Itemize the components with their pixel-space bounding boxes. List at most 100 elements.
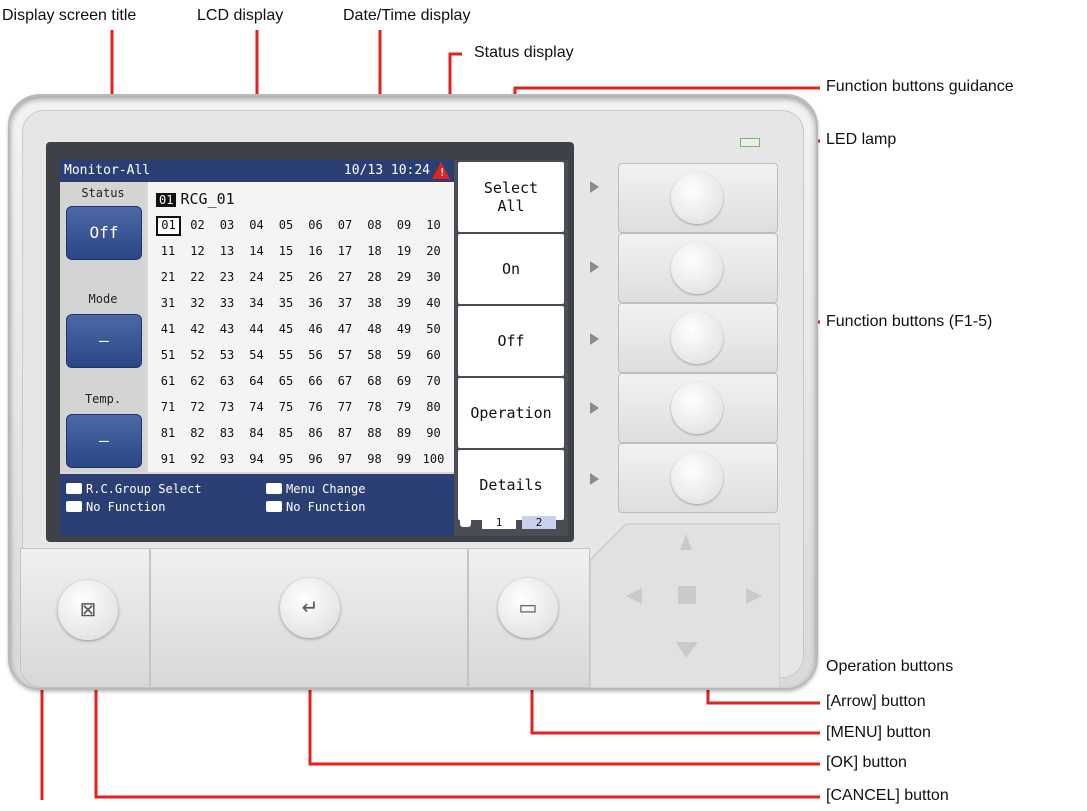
group-cell[interactable]: 70 — [426, 374, 441, 388]
group-cell[interactable]: 12 — [190, 244, 205, 258]
group-cell[interactable]: 07 — [337, 218, 353, 232]
group-cell[interactable]: 48 — [367, 322, 382, 336]
group-cell[interactable]: 84 — [249, 426, 264, 440]
function-button-off[interactable]: Off — [458, 306, 564, 376]
group-cell[interactable]: 75 — [278, 400, 294, 414]
group-cell[interactable]: 21 — [160, 270, 176, 284]
group-cell[interactable]: 60 — [426, 348, 441, 362]
function-key-f1[interactable] — [618, 163, 778, 233]
group-cell[interactable]: 81 — [160, 426, 176, 440]
group-cell[interactable]: 05 — [278, 218, 294, 232]
group-cell[interactable]: 45 — [278, 322, 294, 336]
group-cell[interactable]: 86 — [308, 426, 323, 440]
group-cell[interactable]: 39 — [396, 296, 412, 310]
group-cell[interactable]: 79 — [396, 400, 412, 414]
group-cell[interactable]: 31 — [160, 296, 176, 310]
group-cell[interactable]: 34 — [249, 296, 264, 310]
group-cell[interactable]: 99 — [396, 452, 412, 466]
group-cell[interactable]: 72 — [190, 400, 205, 414]
group-cell[interactable]: 69 — [396, 374, 412, 388]
group-cell[interactable]: 95 — [278, 452, 294, 466]
group-cell[interactable]: 78 — [367, 400, 382, 414]
function-key-f5[interactable] — [618, 443, 778, 513]
group-cell[interactable]: 35 — [278, 296, 294, 310]
group-cell[interactable]: 67 — [337, 374, 353, 388]
group-cell[interactable]: 36 — [308, 296, 323, 310]
menu-button[interactable]: ▭ — [498, 578, 558, 638]
group-cell[interactable]: 44 — [249, 322, 264, 336]
group-cell[interactable]: 85 — [278, 426, 294, 440]
group-cell[interactable]: 68 — [367, 374, 382, 388]
group-cell[interactable]: 54 — [249, 348, 264, 362]
group-cell[interactable]: 61 — [160, 374, 176, 388]
group-cell[interactable]: 13 — [219, 244, 235, 258]
group-cell[interactable]: 41 — [160, 322, 176, 336]
group-cell[interactable]: 87 — [337, 426, 353, 440]
group-cell[interactable]: 11 — [160, 244, 176, 258]
group-cell[interactable]: 22 — [190, 270, 205, 284]
group-cell[interactable]: 55 — [278, 348, 294, 362]
group-cell[interactable]: 30 — [426, 270, 441, 284]
arrow-center-icon[interactable] — [678, 586, 696, 604]
group-cell[interactable]: 08 — [367, 218, 382, 232]
group-cell[interactable]: 50 — [426, 322, 441, 336]
group-cell[interactable]: 04 — [249, 218, 264, 232]
group-cell[interactable]: 29 — [396, 270, 412, 284]
group-cell[interactable]: 90 — [426, 426, 441, 440]
group-cell[interactable]: 74 — [249, 400, 264, 414]
function-key-f4[interactable] — [618, 373, 778, 443]
group-cell[interactable]: 82 — [190, 426, 205, 440]
group-cell[interactable]: 01 — [156, 216, 181, 236]
group-cell[interactable]: 18 — [367, 244, 382, 258]
group-cell[interactable]: 38 — [367, 296, 382, 310]
group-cell[interactable]: 98 — [367, 452, 382, 466]
function-key-f2[interactable] — [618, 233, 778, 303]
group-cell[interactable]: 93 — [219, 452, 235, 466]
group-cell[interactable]: 10 — [426, 218, 441, 232]
group-cell[interactable]: 83 — [219, 426, 235, 440]
group-cell[interactable]: 89 — [396, 426, 412, 440]
group-cell[interactable]: 100 — [422, 452, 445, 466]
cancel-button[interactable]: ⊠ — [58, 580, 118, 640]
group-cell[interactable]: 03 — [219, 218, 235, 232]
group-cell[interactable]: 28 — [367, 270, 382, 284]
group-cell[interactable]: 88 — [367, 426, 382, 440]
group-cell[interactable]: 15 — [278, 244, 294, 258]
group-cell[interactable]: 06 — [308, 218, 323, 232]
group-cell[interactable]: 92 — [190, 452, 205, 466]
arrow-pad[interactable] — [590, 520, 780, 688]
group-cell[interactable]: 57 — [337, 348, 353, 362]
group-cell[interactable]: 46 — [308, 322, 323, 336]
arrow-right-icon[interactable] — [746, 588, 762, 604]
group-cell[interactable]: 77 — [337, 400, 353, 414]
function-button-operation[interactable]: Operation — [458, 378, 564, 448]
group-cell[interactable]: 76 — [308, 400, 323, 414]
group-cell[interactable]: 26 — [308, 270, 323, 284]
group-cell[interactable]: 97 — [337, 452, 353, 466]
group-cell[interactable]: 24 — [249, 270, 264, 284]
group-cell[interactable]: 40 — [426, 296, 441, 310]
group-cell[interactable]: 17 — [337, 244, 353, 258]
group-cell[interactable]: 63 — [219, 374, 235, 388]
group-cell[interactable]: 33 — [219, 296, 235, 310]
group-cell[interactable]: 91 — [160, 452, 176, 466]
group-cell[interactable]: 02 — [190, 218, 205, 232]
group-cell[interactable]: 71 — [160, 400, 176, 414]
group-cell[interactable]: 96 — [308, 452, 323, 466]
group-cell[interactable]: 09 — [396, 218, 412, 232]
group-cell[interactable]: 23 — [219, 270, 235, 284]
group-cell[interactable]: 19 — [396, 244, 412, 258]
group-cell[interactable]: 65 — [278, 374, 294, 388]
arrow-up-icon[interactable] — [680, 534, 692, 550]
group-cell[interactable]: 20 — [426, 244, 441, 258]
group-cell[interactable]: 37 — [337, 296, 353, 310]
group-cell[interactable]: 14 — [249, 244, 264, 258]
group-cell[interactable]: 52 — [190, 348, 205, 362]
group-cell[interactable]: 49 — [396, 322, 412, 336]
group-cell[interactable]: 94 — [249, 452, 264, 466]
ok-button[interactable]: ↵ — [280, 578, 340, 638]
function-key-f3[interactable] — [618, 303, 778, 373]
group-cell[interactable]: 66 — [308, 374, 323, 388]
group-cell[interactable]: 62 — [190, 374, 205, 388]
